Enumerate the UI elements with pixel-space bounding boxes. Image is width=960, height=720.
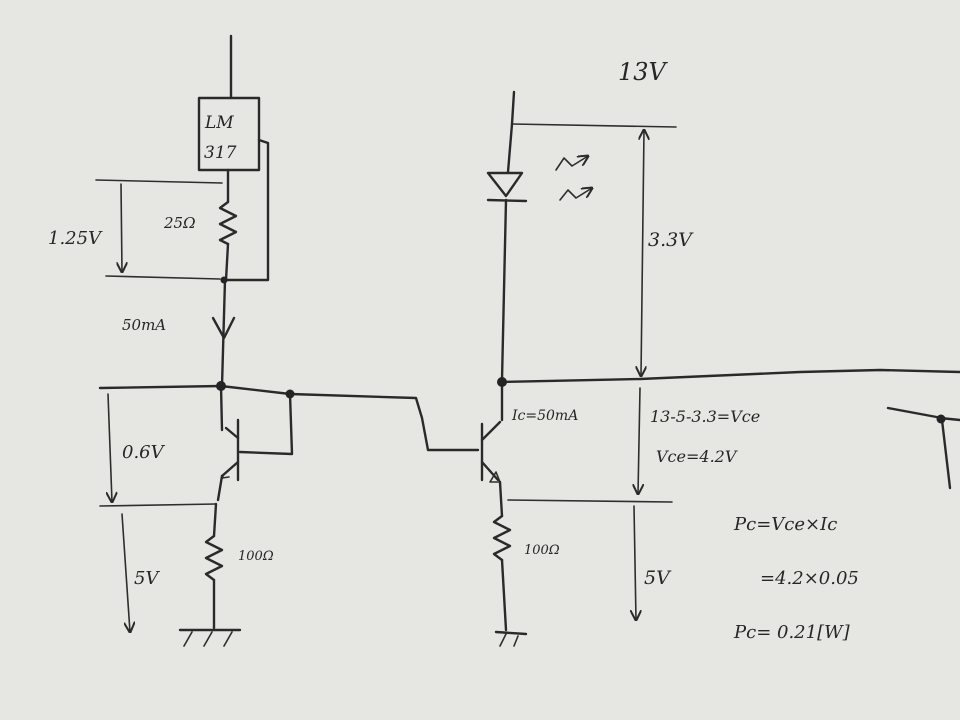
partial-next-stage [886,406,960,490]
junction-dots [216,276,946,424]
junction-dot [285,389,295,399]
driver-transistor: Ic=50mA [480,380,578,518]
supply-rail [510,90,677,128]
left-emitter-voltage-marker: 5V [121,513,160,632]
junction-dot [497,377,507,387]
vce-equation: 13-5-3.3=Vce [650,407,760,426]
collector-node-wire [498,368,960,384]
right-emitter-resistor-label: 100Ω [524,543,560,558]
left-emitter-resistor-label: 100Ω [238,549,274,564]
left-emitter-voltage-label: 5V [134,568,160,589]
diode-connected-transistor [216,384,240,502]
right-emitter-voltage-marker: 5V [634,505,672,620]
vce-value: Vce=4.2V [656,447,738,466]
left-ground-symbol [178,628,242,647]
vbe-label: 0.6V [122,442,166,463]
vbe-marker: 0.6V [99,393,217,507]
light-emission-icon [555,156,592,201]
current-label: 50mA [122,316,166,334]
ref-voltage-marker: 1.25V [48,179,223,280]
vce-marker: 13-5-3.3=Vce Vce=4.2V [507,387,760,503]
led-symbol [486,122,528,382]
power-calc-line-1: Pc=Vce×Ic [733,514,837,535]
right-emitter-voltage-label: 5V [644,567,672,589]
lm317-regulator: LM 317 [197,34,261,172]
collector-current-label: Ic=50mA [511,408,578,424]
ref-voltage-label: 1.25V [48,228,103,249]
power-calc-line-3: Pc= 0.21[W] [733,622,851,643]
supply-voltage-label: 13V [618,58,669,86]
led-voltage-marker: 3.3V [641,130,694,376]
right-ground-symbol [494,630,528,647]
junction-dot [936,414,946,424]
regulator-label-2: 317 [204,143,237,163]
junction-dot [220,276,228,284]
top-rail-wire [98,384,480,456]
junction-dot [216,381,226,391]
power-calc-line-2: =4.2×0.05 [760,568,859,589]
power-calculation: Pc=Vce×Ic =4.2×0.05 Pc= 0.21[W] [733,514,859,643]
regulator-label-1: LM [204,113,234,133]
main-current-path: 50mA [122,278,236,388]
right-emitter-resistor: 100Ω [492,514,560,632]
set-resistor: 25Ω [163,168,238,282]
set-resistor-label: 25Ω [163,214,196,232]
led-voltage-label: 3.3V [648,229,694,251]
adj-feedback-wire [222,138,270,282]
left-emitter-resistor: 100Ω [204,502,274,630]
